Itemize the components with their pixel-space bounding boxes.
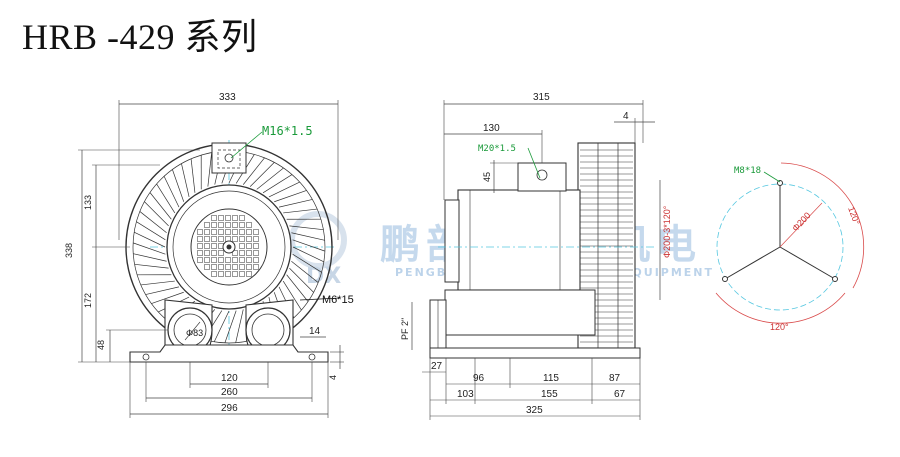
dim-seg-103: 103 bbox=[457, 389, 474, 400]
thread-side-label: M6*15 bbox=[322, 294, 354, 306]
grille-pattern bbox=[197, 215, 259, 277]
pf-label: PF 2" bbox=[400, 318, 410, 340]
dim-base-thickness: 4 bbox=[328, 375, 338, 380]
base-plate bbox=[129, 344, 329, 363]
port-diameter-label: Φ83 bbox=[186, 328, 203, 338]
flange-hole bbox=[777, 180, 783, 186]
dim-height-total: 338 bbox=[64, 243, 74, 258]
port-body-side bbox=[444, 289, 596, 336]
terminal-box-top bbox=[211, 142, 247, 174]
angle-arc-bottom bbox=[715, 292, 846, 324]
dim-height-upper: 133 bbox=[83, 195, 93, 210]
angle-arc-top bbox=[780, 162, 865, 289]
dim-seg-96: 96 bbox=[473, 373, 485, 384]
dim-foot-width: 14 bbox=[309, 326, 321, 337]
dim-height-lower: 172 bbox=[83, 293, 93, 308]
dim-seg-27: 27 bbox=[431, 361, 443, 372]
thread-top-label: M16*1.5 bbox=[262, 124, 313, 138]
dim-box-height: 45 bbox=[482, 172, 492, 182]
angle-top-label: 120° bbox=[846, 205, 862, 226]
flange-view: Φ200 120° 120° M8*18 bbox=[715, 162, 865, 332]
fan-grille bbox=[190, 208, 268, 286]
page-title: HRB -429 系列 bbox=[22, 17, 258, 57]
dim-seg-67: 67 bbox=[614, 389, 626, 400]
dim-gap-right: 4 bbox=[623, 111, 629, 122]
dim-length-motor: 130 bbox=[483, 123, 500, 134]
flange-hole bbox=[722, 276, 728, 282]
dim-length-total: 315 bbox=[533, 92, 550, 103]
flange-pcd-label: Φ200 bbox=[790, 210, 812, 233]
base-side bbox=[429, 347, 641, 359]
dim-hole-spacing: 120 bbox=[221, 373, 238, 384]
dim-height-base: 48 bbox=[96, 340, 106, 350]
thread-flange-label: M8*18 bbox=[734, 166, 761, 176]
flange-dia-label: Φ200-3*120° bbox=[662, 205, 672, 258]
dim-seg-155: 155 bbox=[541, 389, 558, 400]
front-view: Φ83 M16*1.5 M6*15 333 338 133 172 48 bbox=[64, 92, 354, 418]
dim-base-outer: 296 bbox=[221, 403, 238, 414]
watermark-logo: DX bbox=[306, 264, 341, 289]
dim-width-total: 333 bbox=[219, 92, 236, 103]
angle-bottom-label: 120° bbox=[770, 322, 789, 332]
flange-hole bbox=[832, 276, 838, 282]
thread-box-label: M20*1.5 bbox=[478, 144, 516, 154]
side-view: M20*1.5 315 130 4 45 Φ200-3*120° PF 2" bbox=[400, 92, 672, 420]
dim-base-inner: 260 bbox=[221, 387, 238, 398]
motor-body bbox=[457, 189, 581, 291]
terminal-box-side bbox=[517, 162, 567, 192]
dim-seg-87: 87 bbox=[609, 373, 621, 384]
dim-base-length: 325 bbox=[526, 405, 543, 416]
flange-pcd-circle bbox=[716, 183, 844, 311]
dim-seg-115: 115 bbox=[543, 373, 559, 384]
